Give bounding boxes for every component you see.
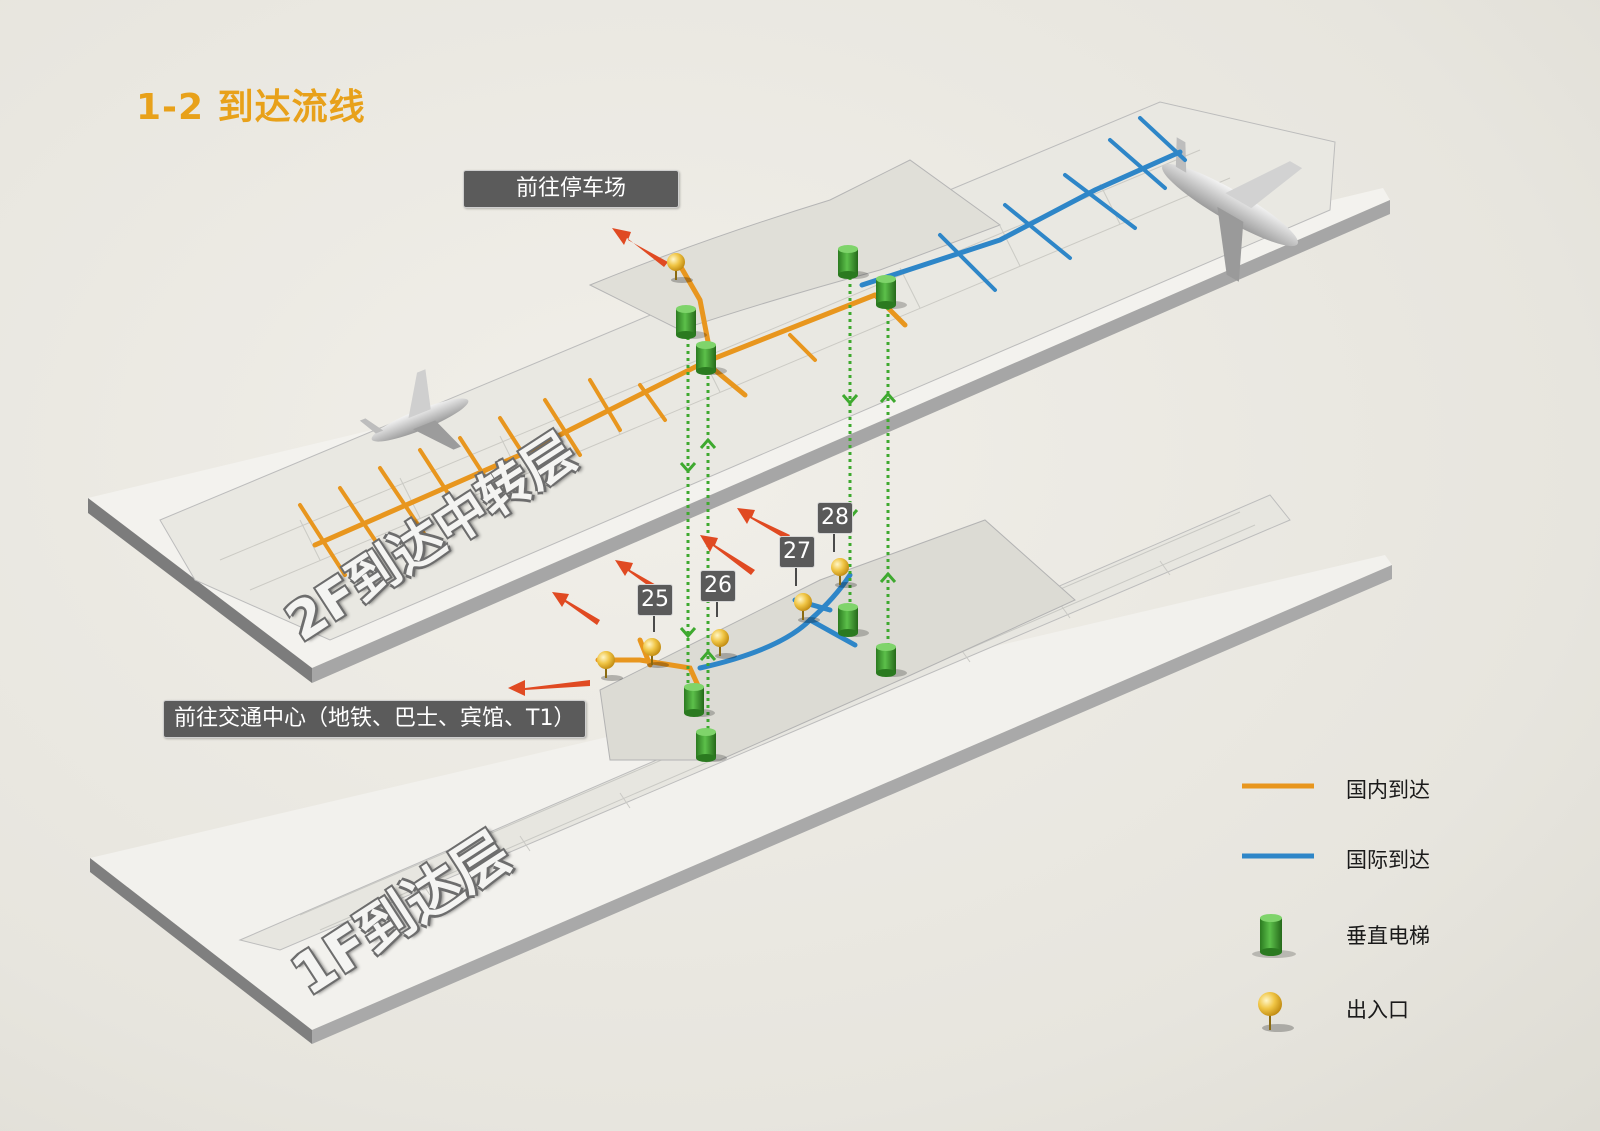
callout-transit-center: 前往交通中心（地铁、巴士、宾馆、T1） xyxy=(163,700,587,738)
entrance-pin-icon xyxy=(667,253,693,283)
legend-label: 出入口 xyxy=(1346,998,1409,1022)
exit-arrow xyxy=(552,592,600,625)
page-title: 1-2 到达流线 xyxy=(136,87,366,128)
legend-item-entrance: 出入口 xyxy=(1238,988,1568,1058)
elevator-icon xyxy=(696,341,727,375)
legend-item-domestic: 国内到达 xyxy=(1238,770,1568,840)
exit-arrow xyxy=(700,535,755,575)
elevator-cylinder-icon xyxy=(1252,914,1296,958)
exit-arrows xyxy=(508,228,790,696)
legend: 国内到达 国际到达 垂直电梯 xyxy=(1238,770,1568,1058)
international-arrival-route xyxy=(859,116,1187,292)
legend-item-elevator: 垂直电梯 xyxy=(1238,910,1568,988)
callout-parking: 前往停车场 xyxy=(463,170,679,208)
entrance-pins xyxy=(597,253,857,681)
entrance-pin-icon xyxy=(794,593,820,623)
gate-number-28: 28 xyxy=(817,502,853,534)
legend-label: 国内到达 xyxy=(1346,778,1430,802)
gate-number-27: 27 xyxy=(779,536,815,568)
blue-line-icon xyxy=(1242,853,1314,859)
gate-number-25: 25 xyxy=(637,584,673,616)
floor-1f-slab xyxy=(90,494,1392,1044)
elevator-icon xyxy=(838,603,869,637)
legend-item-international: 国际到达 xyxy=(1238,840,1568,910)
airplane-icon xyxy=(359,369,469,450)
entrance-pin-icon xyxy=(643,638,669,668)
entrance-pin-icon xyxy=(597,651,623,681)
elevator-icon xyxy=(696,728,727,762)
gate-number-26: 26 xyxy=(700,570,736,602)
exit-arrow xyxy=(508,680,590,696)
elevator-icon xyxy=(676,305,707,339)
elevator-icon xyxy=(838,245,869,279)
elevator-icon xyxy=(876,643,907,677)
elevator-icon xyxy=(876,275,907,309)
entrance-pin-icon xyxy=(831,558,857,588)
elevator-cylinders xyxy=(676,245,907,762)
legend-label: 垂直电梯 xyxy=(1346,924,1430,948)
exit-arrow xyxy=(612,228,668,267)
exit-arrow xyxy=(737,508,790,540)
legend-label: 国际到达 xyxy=(1346,848,1430,872)
orange-line-icon xyxy=(1242,783,1314,789)
entrance-pin-icon xyxy=(711,629,737,659)
elevator-icon xyxy=(684,683,715,717)
gate-leader-lines xyxy=(653,531,835,632)
vertical-transfer-lines xyxy=(686,270,890,735)
map-pin-icon xyxy=(1258,992,1294,1032)
